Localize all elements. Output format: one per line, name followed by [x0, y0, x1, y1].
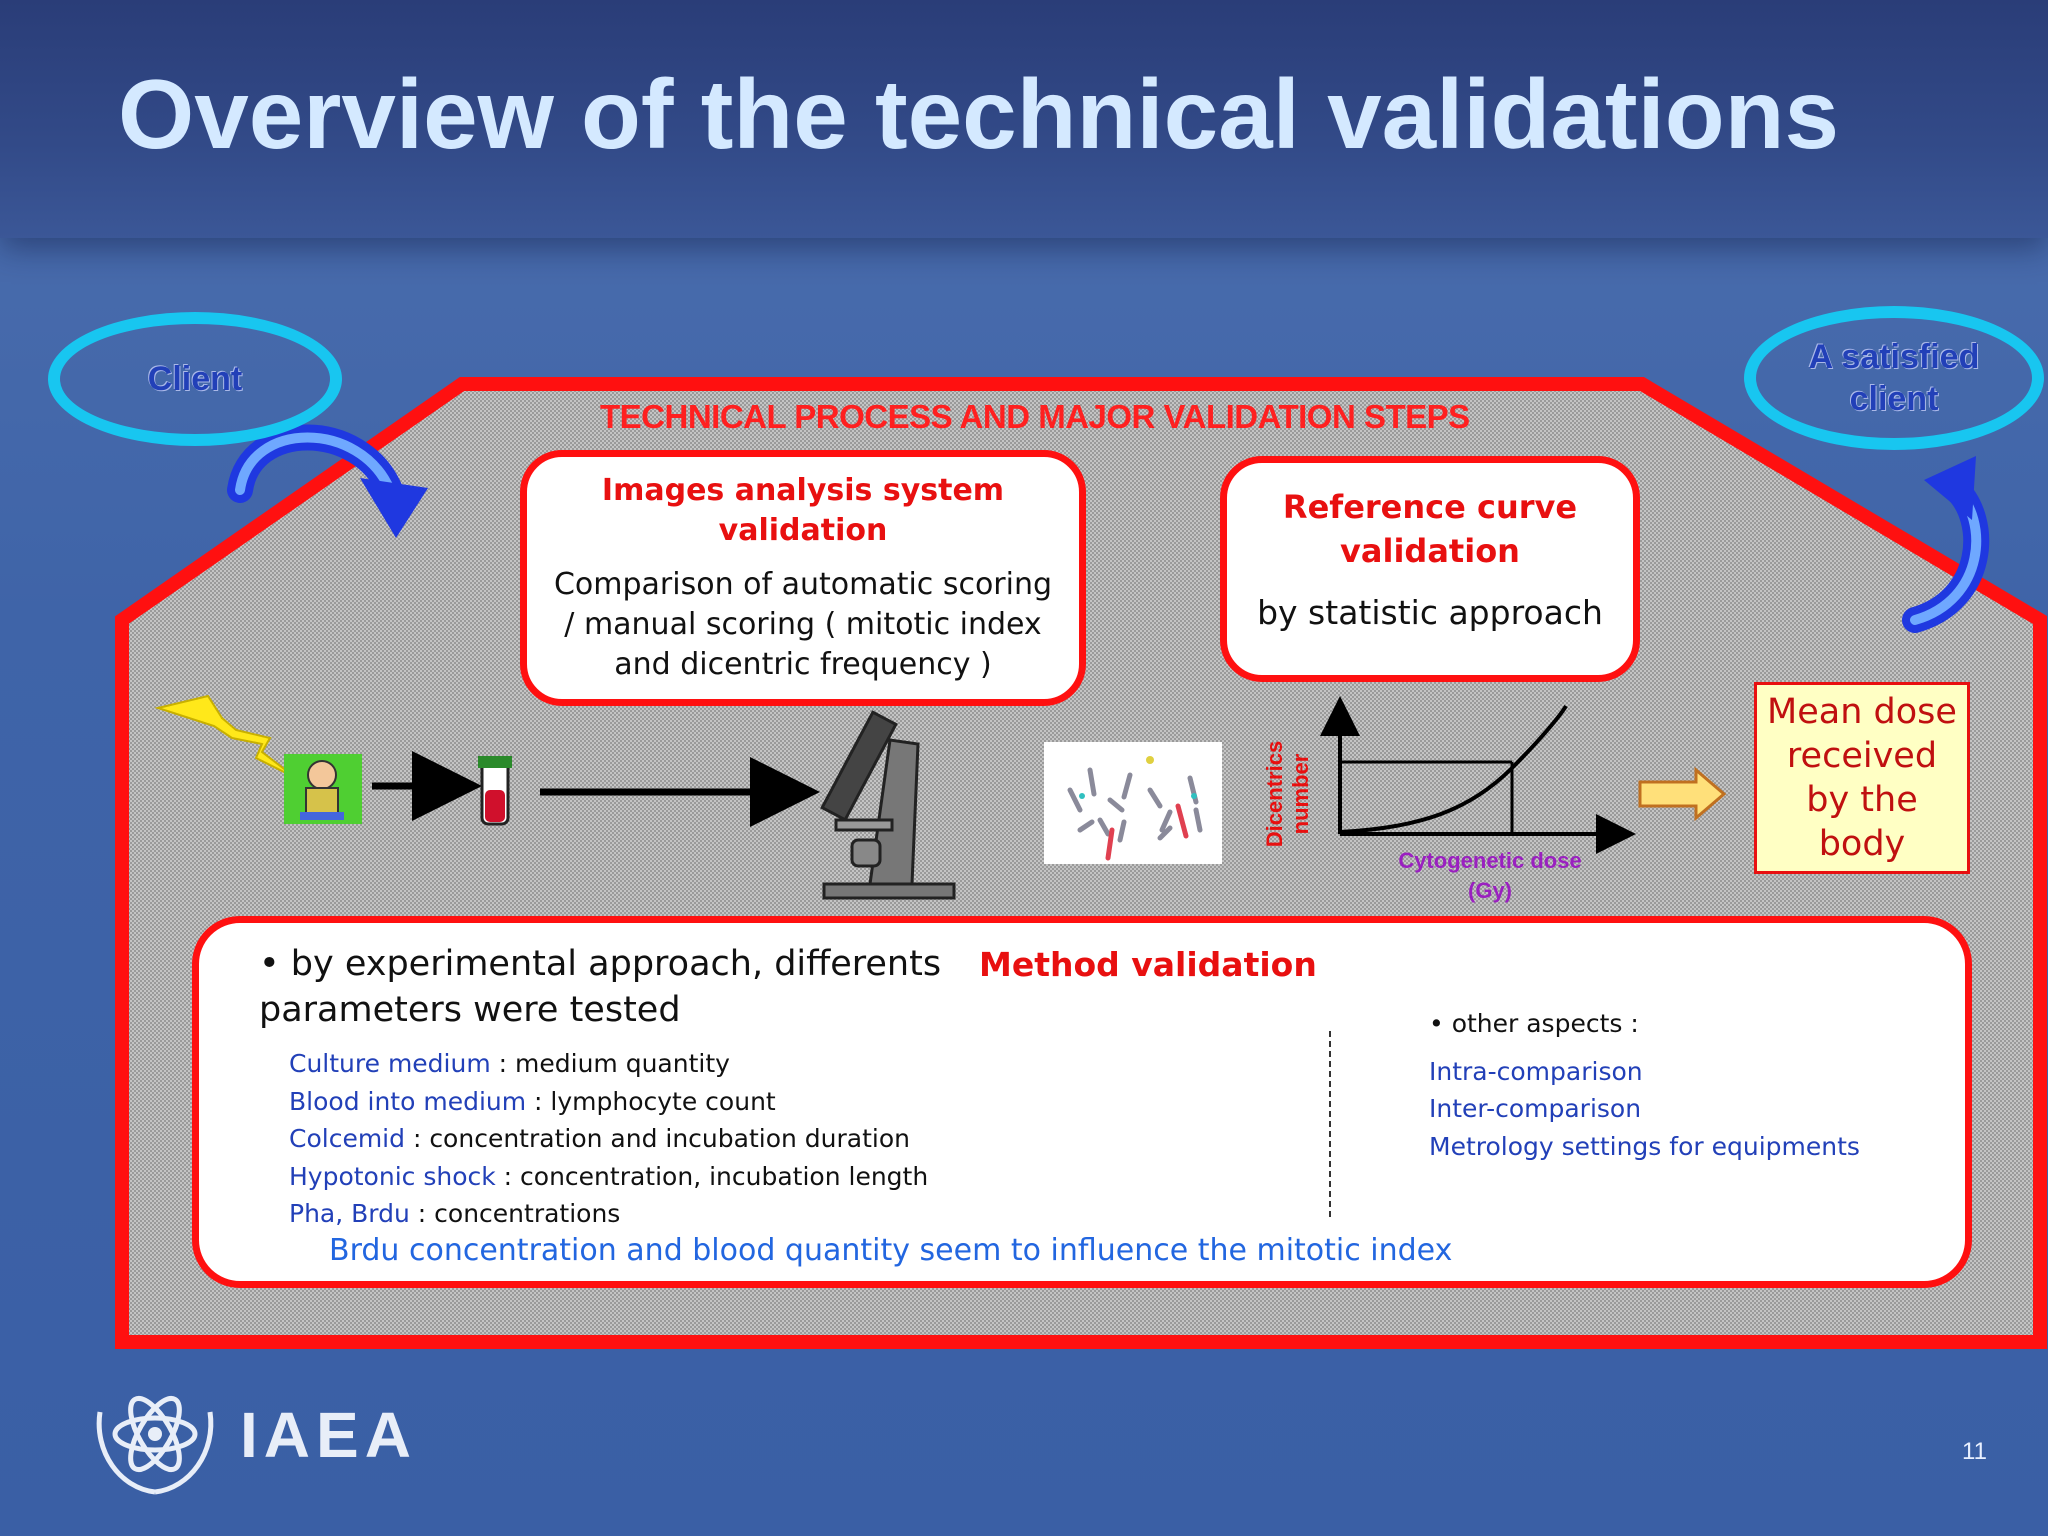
radiation-bolt-icon — [154, 694, 297, 779]
dose-response-graph — [1320, 696, 1636, 854]
client-label: Client — [147, 360, 243, 398]
reference-curve-box: Reference curve validation by statistic … — [1220, 456, 1640, 682]
method-validation-panel: • by experimental approach, differents p… — [192, 916, 1972, 1288]
metaphase-image — [1044, 742, 1222, 864]
other-aspects-heading: • other aspects : — [1429, 1009, 1639, 1038]
dose-line-2: received — [1786, 736, 1938, 776]
client-ellipse: Client — [48, 312, 342, 446]
method-conclusion: Brdu concentration and blood quantity se… — [329, 1233, 1453, 1268]
reference-box-title-2: validation — [1340, 532, 1520, 570]
other-aspect-item: Intra-comparison — [1429, 1056, 1643, 1086]
param-row: Colcemid : concentration and incubation … — [289, 1124, 910, 1153]
graph-x-label: Cytogenetic dose (Gy) — [1398, 848, 1582, 903]
slide-title: Overview of the technical validations — [118, 59, 1839, 169]
microscope-icon — [820, 710, 956, 900]
param-row: Culture medium : medium quantity — [289, 1049, 730, 1078]
header-band — [0, 0, 2048, 238]
process-title: TECHNICAL PROCESS AND MAJOR VALIDATION S… — [600, 398, 1470, 435]
images-box-text-2: / manual scoring ( mitotic index — [564, 607, 1042, 642]
page-number: 11 — [1962, 1438, 1987, 1465]
iaea-logo-text: IAEA — [240, 1399, 417, 1471]
other-aspect-item: Inter-comparison — [1429, 1094, 1642, 1123]
other-aspect-item: Metrology settings for equipments — [1429, 1131, 1860, 1161]
enter-arrow-icon — [227, 424, 428, 538]
dose-line-4: body — [1818, 824, 1906, 864]
person-icon — [284, 754, 362, 824]
reference-box-title-1: Reference curve — [1282, 488, 1578, 526]
method-lead: • by experimental approach, differents p… — [259, 944, 942, 1030]
blood-tube-icon — [478, 756, 512, 826]
dose-line-3: by the — [1806, 780, 1918, 820]
satisfied-client-ellipse: A satisfied client — [1744, 306, 2044, 450]
images-box-text-1: Comparison of automatic scoring — [553, 567, 1053, 602]
images-analysis-box: Images analysis system validation Compar… — [520, 450, 1086, 706]
result-arrow-icon — [1638, 766, 1727, 822]
parameters-list: Culture medium : medium quantity Blood i… — [289, 1045, 928, 1233]
exit-arrow-icon — [1902, 456, 1990, 633]
method-title: Method validation — [979, 945, 1317, 984]
graph-y-label: Dicentrics number — [1262, 740, 1313, 848]
iaea-emblem-icon — [96, 1395, 214, 1495]
param-row: Hypotonic shock : concentration, incubat… — [289, 1161, 929, 1191]
param-row: Pha, Brdu : concentrations — [289, 1199, 621, 1228]
satisfied-client-label: A satisfied client — [1808, 338, 1980, 418]
dose-curve — [1339, 704, 1568, 834]
param-row: Blood into medium : lymphocyte count — [289, 1086, 776, 1116]
images-box-title-2: validation — [718, 513, 888, 548]
reference-box-text: by statistic approach — [1257, 593, 1603, 632]
other-aspects: • other aspects : Intra-comparison Inter… — [1429, 1005, 1860, 1165]
images-box-text-3: and dicentric frequency ) — [614, 647, 992, 682]
dose-line-1: Mean dose — [1767, 692, 1957, 732]
dashed-divider — [1329, 1031, 1331, 1217]
mean-dose-box: Mean dose received by the body — [1754, 682, 1970, 874]
images-box-title-1: Images analysis system — [601, 473, 1005, 508]
